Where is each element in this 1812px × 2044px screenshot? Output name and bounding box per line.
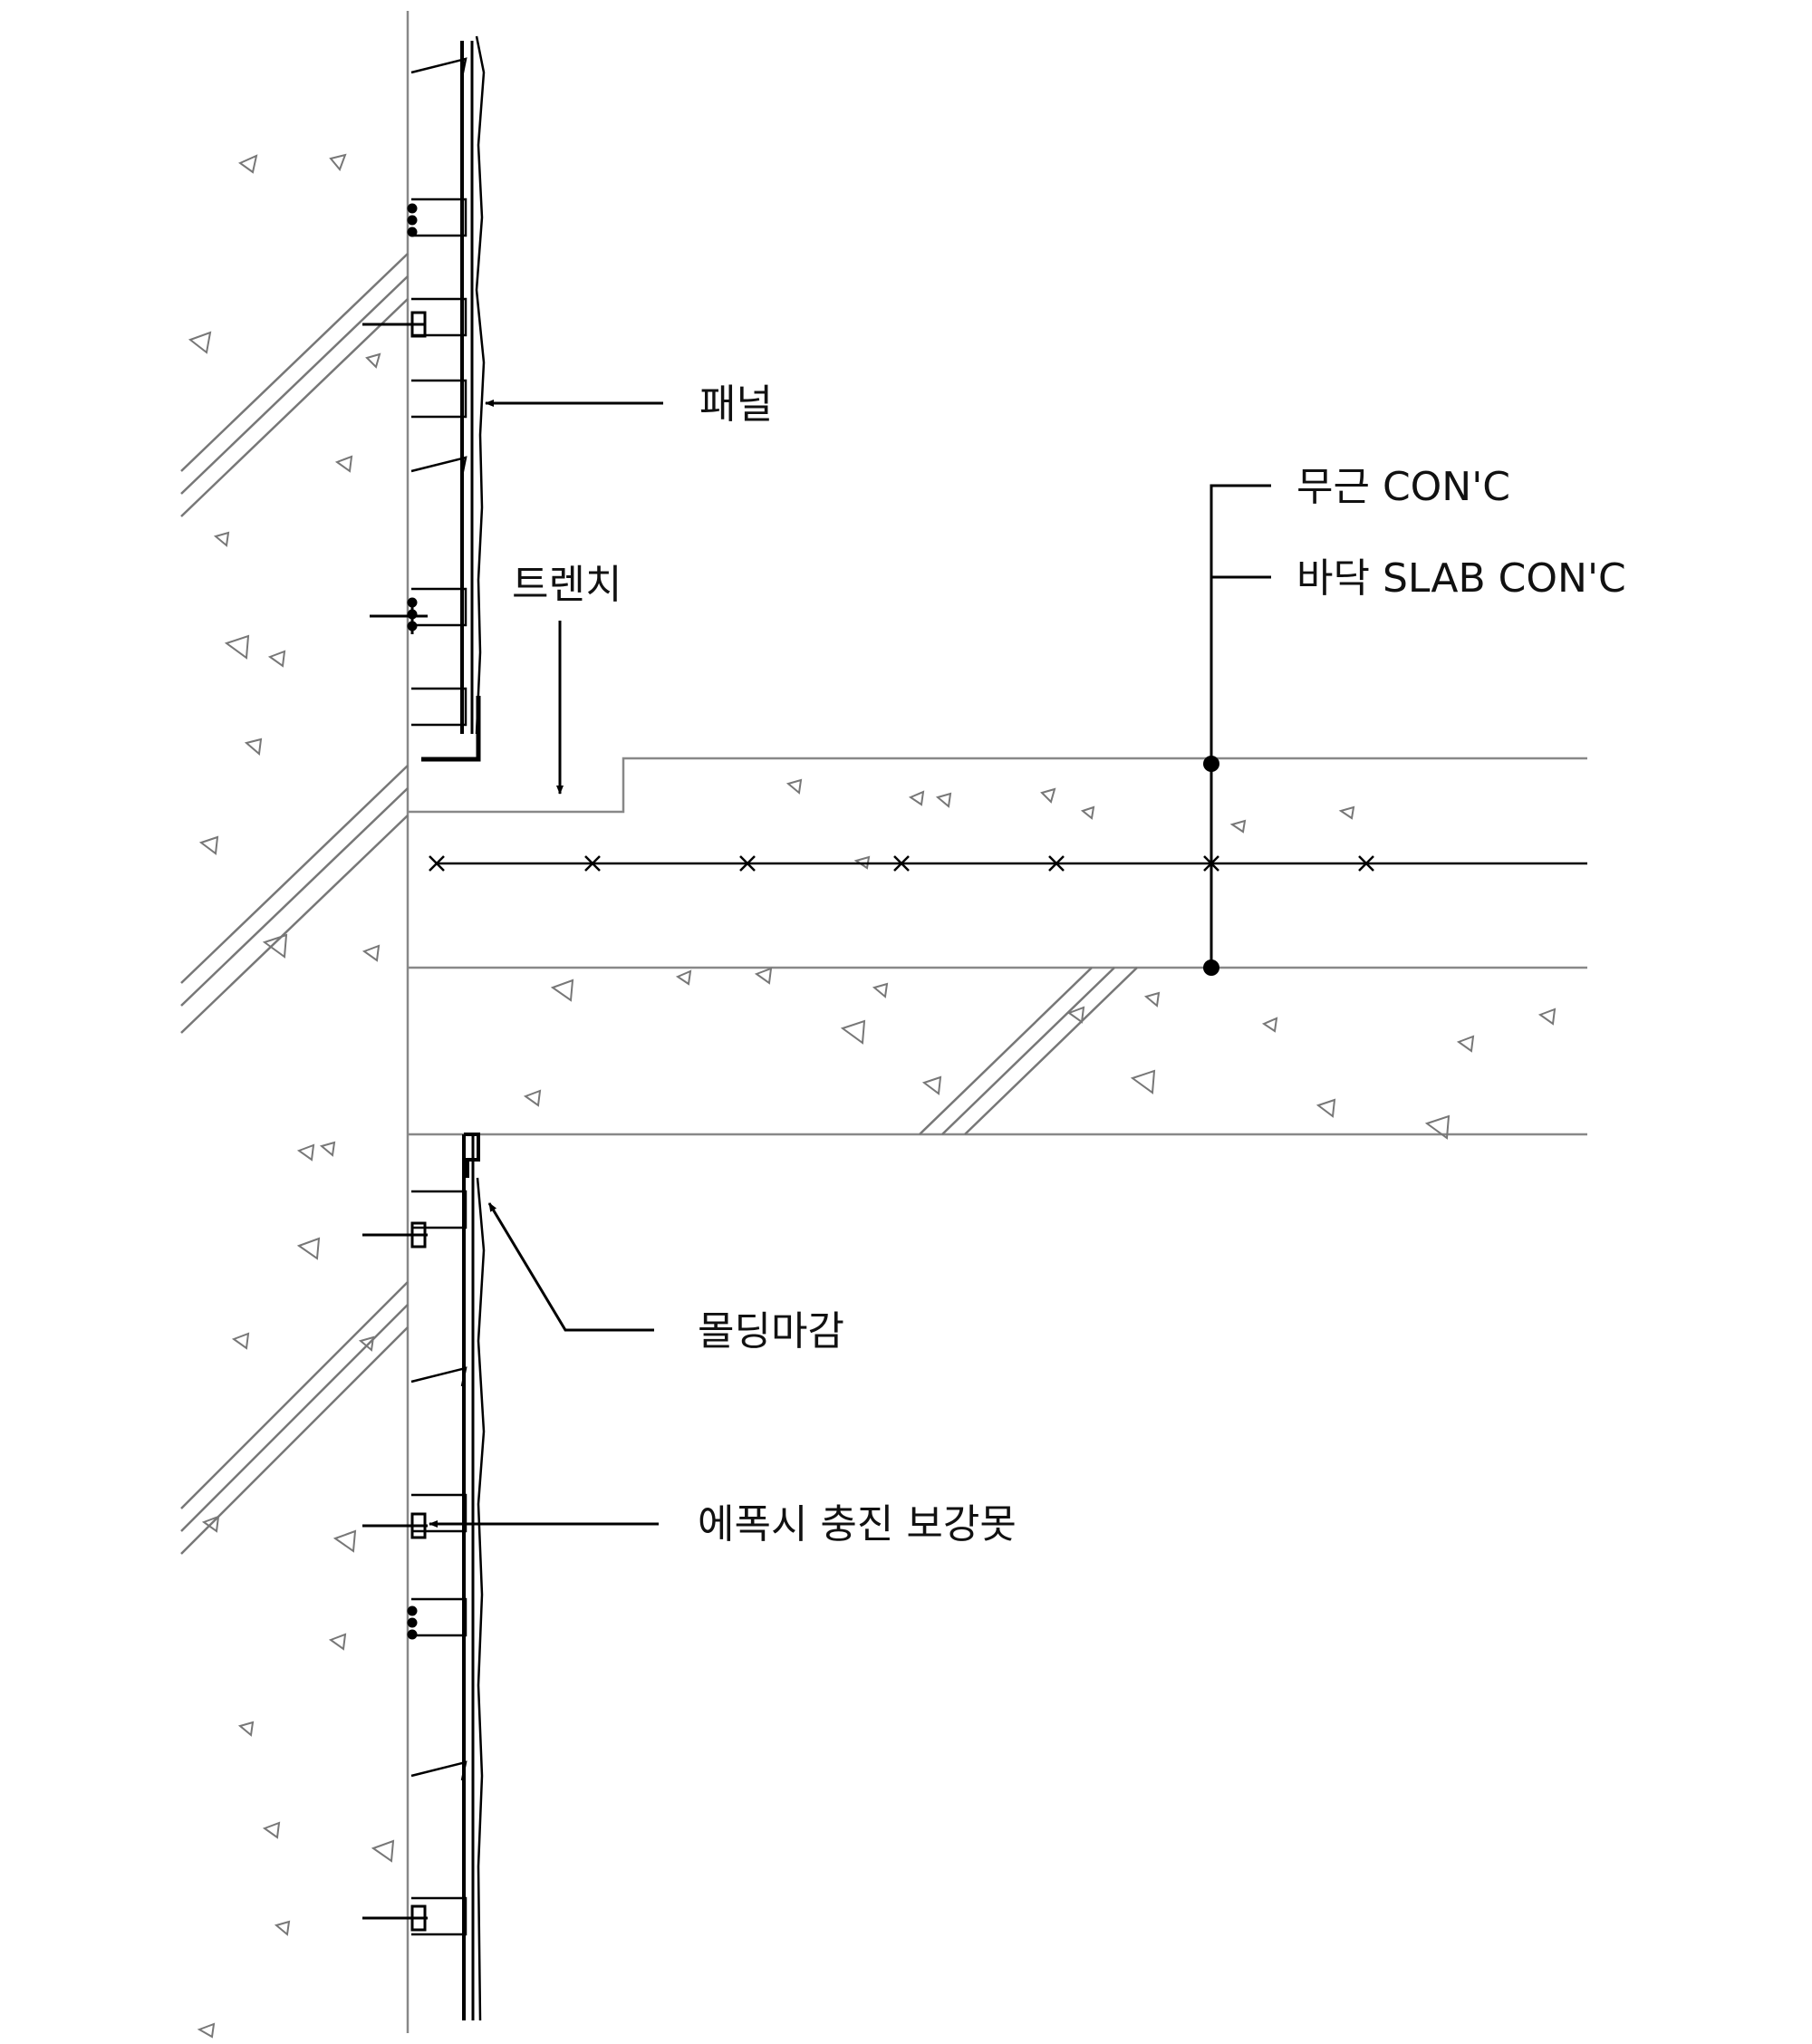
leader-dot-top [1203, 756, 1219, 772]
molding-leader [487, 1202, 654, 1332]
upper-wall-panel [362, 35, 486, 762]
label-floor-slab-conc: 바닥 SLAB CON'C [1296, 555, 1626, 602]
label-molding-finish: 몰딩마감 [698, 1308, 844, 1355]
leader-dot-bottom [1203, 959, 1219, 976]
label-plain-conc: 무근 CON'C [1296, 464, 1510, 510]
concrete-outlines [406, 11, 1587, 2033]
leader-lines [429, 400, 1271, 1528]
lower-wall-panel [362, 1133, 486, 2021]
aggregate-marks [188, 153, 1557, 2039]
label-panel: 패널 [699, 381, 773, 428]
label-trench: 트렌치 [512, 562, 622, 608]
rebar-line [429, 855, 1587, 872]
conc-leader [1210, 484, 1271, 968]
label-epoxy-anchor: 에폭시 충진 보강못 [698, 1501, 1017, 1547]
hatch-lines [180, 253, 1138, 1555]
